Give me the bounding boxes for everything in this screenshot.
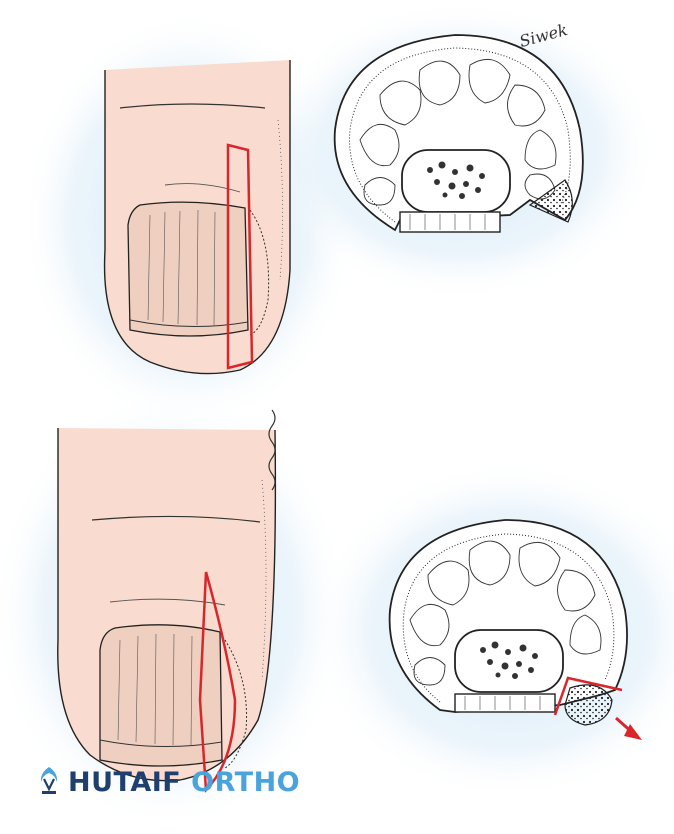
top-incision-outline <box>226 143 254 370</box>
brand-watermark: HUTAIF ORTHO <box>36 762 300 802</box>
top-granulation-wedge <box>528 179 573 223</box>
bottom-cross-section <box>388 519 642 740</box>
brand-name-primary: HUTAIF <box>68 766 182 798</box>
bottom-toe-illustration <box>57 409 277 793</box>
removal-arrow-icon <box>615 716 642 740</box>
top-toe-illustration <box>103 60 291 375</box>
top-nail <box>127 201 249 337</box>
brand-logo-icon <box>40 767 58 794</box>
bottom-excised-wedge <box>564 684 613 726</box>
brand-name: HUTAIF ORTHO <box>68 767 300 798</box>
side-signature-scribble <box>268 409 276 491</box>
bottom-incision-outline <box>198 571 237 793</box>
bottom-cross-incision <box>553 676 623 716</box>
top-cross-section: Siwek <box>333 20 584 233</box>
brand-name-secondary: ORTHO <box>191 766 301 798</box>
